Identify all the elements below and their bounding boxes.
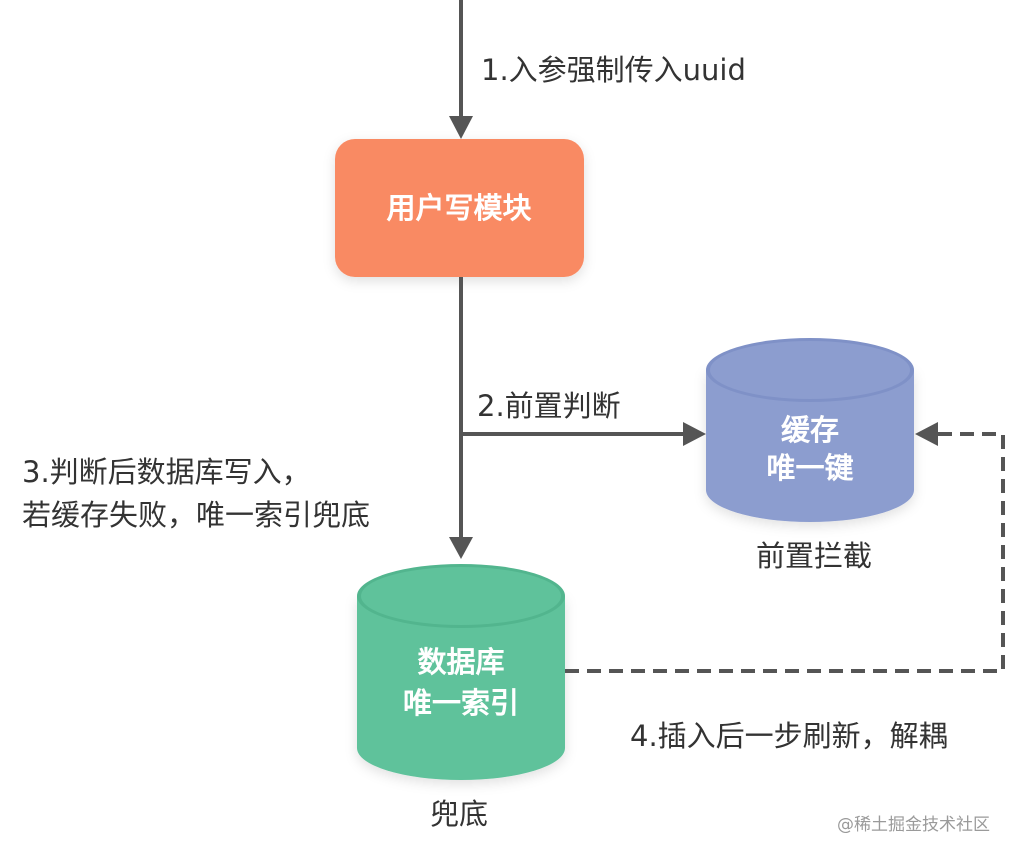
write-module-label: 用户写模块 xyxy=(386,191,531,225)
entry-arrow xyxy=(449,0,473,139)
precheck-arrow xyxy=(461,422,706,446)
module-to-db-arrow xyxy=(449,277,473,559)
cache-label-line1: 缓存 xyxy=(781,413,839,447)
refresh-dashed-arrow xyxy=(565,422,1005,673)
database-label-line2: 唯一索引 xyxy=(403,686,519,720)
step3-label-line1: 3.判断后数据库写入， xyxy=(22,455,311,489)
cache-cylinder: 缓存 唯一键 xyxy=(706,338,914,522)
database-label-line1: 数据库 xyxy=(417,645,504,679)
step3-label-line2: 若缓存失败，唯一索引兜底 xyxy=(22,498,370,532)
cache-label-line2: 唯一键 xyxy=(766,451,853,485)
watermark: @稀土掘金技术社区 xyxy=(837,815,990,835)
step2-label: 2.前置判断 xyxy=(477,389,621,423)
step4-label: 4.插入后一步刷新，解耦 xyxy=(630,719,948,753)
database-caption: 兜底 xyxy=(430,797,488,831)
write-module-node: 用户写模块 xyxy=(335,139,584,277)
database-cylinder: 数据库 唯一索引 xyxy=(357,564,565,780)
cache-caption: 前置拦截 xyxy=(756,539,872,573)
step1-label: 1.入参强制传入uuid xyxy=(481,53,746,87)
